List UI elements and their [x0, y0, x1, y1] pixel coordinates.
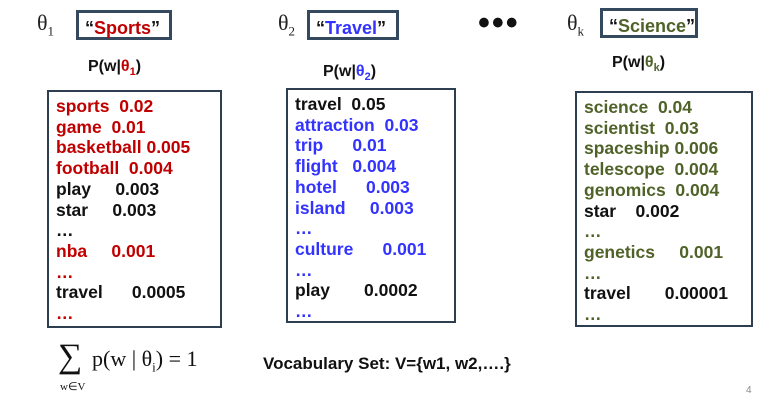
travel-prob-heading: P(w|θ2): [323, 63, 377, 84]
word-probability-row: scientist 0.03: [584, 117, 699, 138]
word-probability-row: trip 0.01: [295, 135, 387, 156]
sum-symbol: ∑: [58, 338, 83, 375]
vocabulary-set: Vocabulary Set: V={w1, w2,….}: [263, 354, 511, 373]
word-probability-row: travel 0.00001: [584, 283, 728, 304]
word-probability-row: travel 0.05: [295, 94, 386, 114]
more-topics-ellipsis: •••: [478, 4, 520, 42]
sports-label-box: “Sports”: [76, 10, 172, 40]
theta-2-symbol: θ2: [278, 10, 296, 39]
word-probability-row: nba 0.001: [56, 240, 156, 261]
word-probability-row: …: [56, 261, 74, 282]
word-probability-row: genetics 0.001: [584, 241, 724, 262]
word-probability-row: flight 0.004: [295, 156, 397, 177]
theta-1-symbol: θ1: [37, 10, 55, 39]
word-probability-row: …: [584, 221, 602, 242]
sports-label: Sports: [94, 18, 152, 38]
word-probability-row: …: [295, 259, 313, 280]
word-probability-row: …: [56, 220, 74, 241]
travel-label: Travel: [325, 18, 378, 38]
word-probability-row: genomics 0.004: [584, 179, 720, 200]
sports-prob-heading: P(w|θ1): [88, 58, 142, 79]
word-probability-row: …: [584, 304, 602, 325]
word-probability-row: basketball 0.005: [56, 137, 191, 158]
word-probability-row: science 0.04: [584, 97, 692, 117]
science-label-box: “Science”: [600, 8, 698, 38]
word-probability-row: play 0.003: [56, 178, 160, 199]
sum-index-set: w∈V: [60, 381, 86, 393]
word-probability-row: hotel 0.003: [295, 176, 410, 197]
word-probability-row: spaceship 0.006: [584, 138, 719, 159]
word-probability-row: play 0.0002: [295, 280, 418, 301]
word-probability-row: game 0.01: [56, 116, 146, 137]
word-probability-row: …: [56, 303, 74, 324]
word-probability-row: …: [584, 262, 602, 283]
word-probability-row: star 0.002: [584, 200, 680, 221]
word-probability-row: travel 0.0005: [56, 282, 186, 303]
word-probability-row: telescope 0.004: [584, 159, 719, 180]
slide-number: 4: [746, 385, 752, 396]
word-probability-row: star 0.003: [56, 199, 157, 220]
word-probability-row: culture 0.001: [295, 238, 427, 259]
word-probability-row: island 0.003: [295, 197, 414, 218]
word-probability-row: sports 0.02: [56, 96, 154, 116]
science-prob-heading: P(w|θk): [612, 54, 666, 75]
word-probability-row: football 0.004: [56, 158, 173, 179]
science-label: Science: [618, 16, 687, 36]
word-probability-row: …: [295, 218, 313, 239]
travel-label-box: “Travel”: [307, 10, 399, 40]
theta-k-symbol: θk: [567, 10, 585, 39]
word-probability-row: …: [295, 301, 313, 322]
word-probability-row: attraction 0.03: [295, 114, 419, 135]
